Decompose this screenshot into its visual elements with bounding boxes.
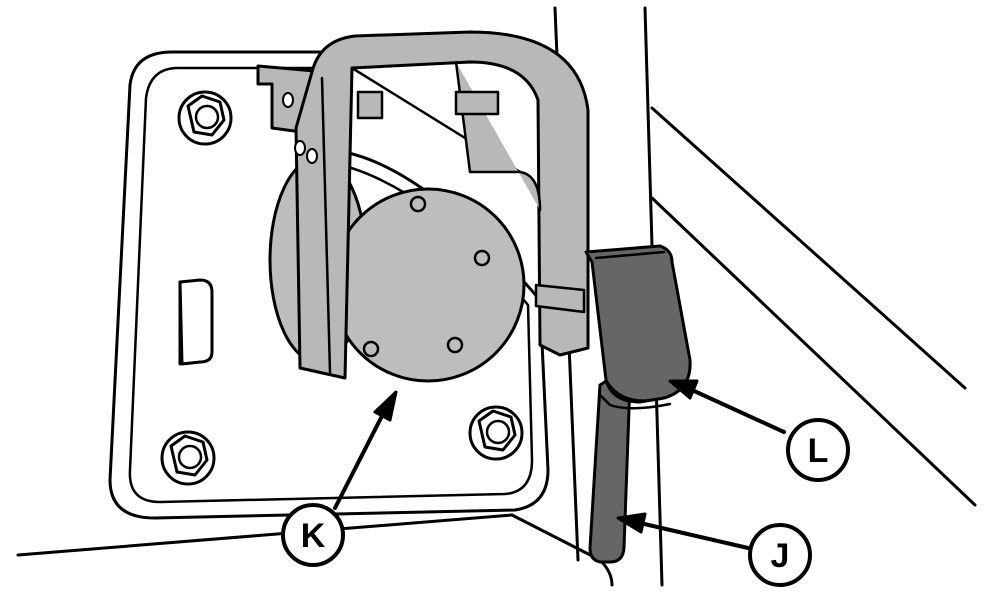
bolt-top-left bbox=[177, 90, 233, 146]
callout-arrows bbox=[333, 379, 786, 550]
callout-k: K bbox=[281, 503, 345, 567]
callout-label-l: L bbox=[808, 432, 829, 470]
arrow-j bbox=[616, 512, 750, 550]
floor-line bbox=[16, 513, 514, 557]
bolt-bottom-left bbox=[160, 430, 216, 486]
callout-l: L bbox=[786, 418, 850, 482]
callout-j: J bbox=[748, 523, 812, 587]
bolt-bottom-right bbox=[468, 405, 524, 461]
diagonal-line-lower bbox=[650, 196, 977, 507]
u-bracket bbox=[294, 30, 590, 380]
arrow-l bbox=[668, 379, 786, 434]
callout-label-k: K bbox=[301, 517, 326, 555]
plate-slot bbox=[178, 278, 214, 366]
latch-part-l bbox=[584, 244, 692, 410]
callout-label-j: J bbox=[771, 537, 790, 575]
arrow-k bbox=[333, 390, 398, 510]
diagonal-line-upper bbox=[650, 106, 967, 390]
